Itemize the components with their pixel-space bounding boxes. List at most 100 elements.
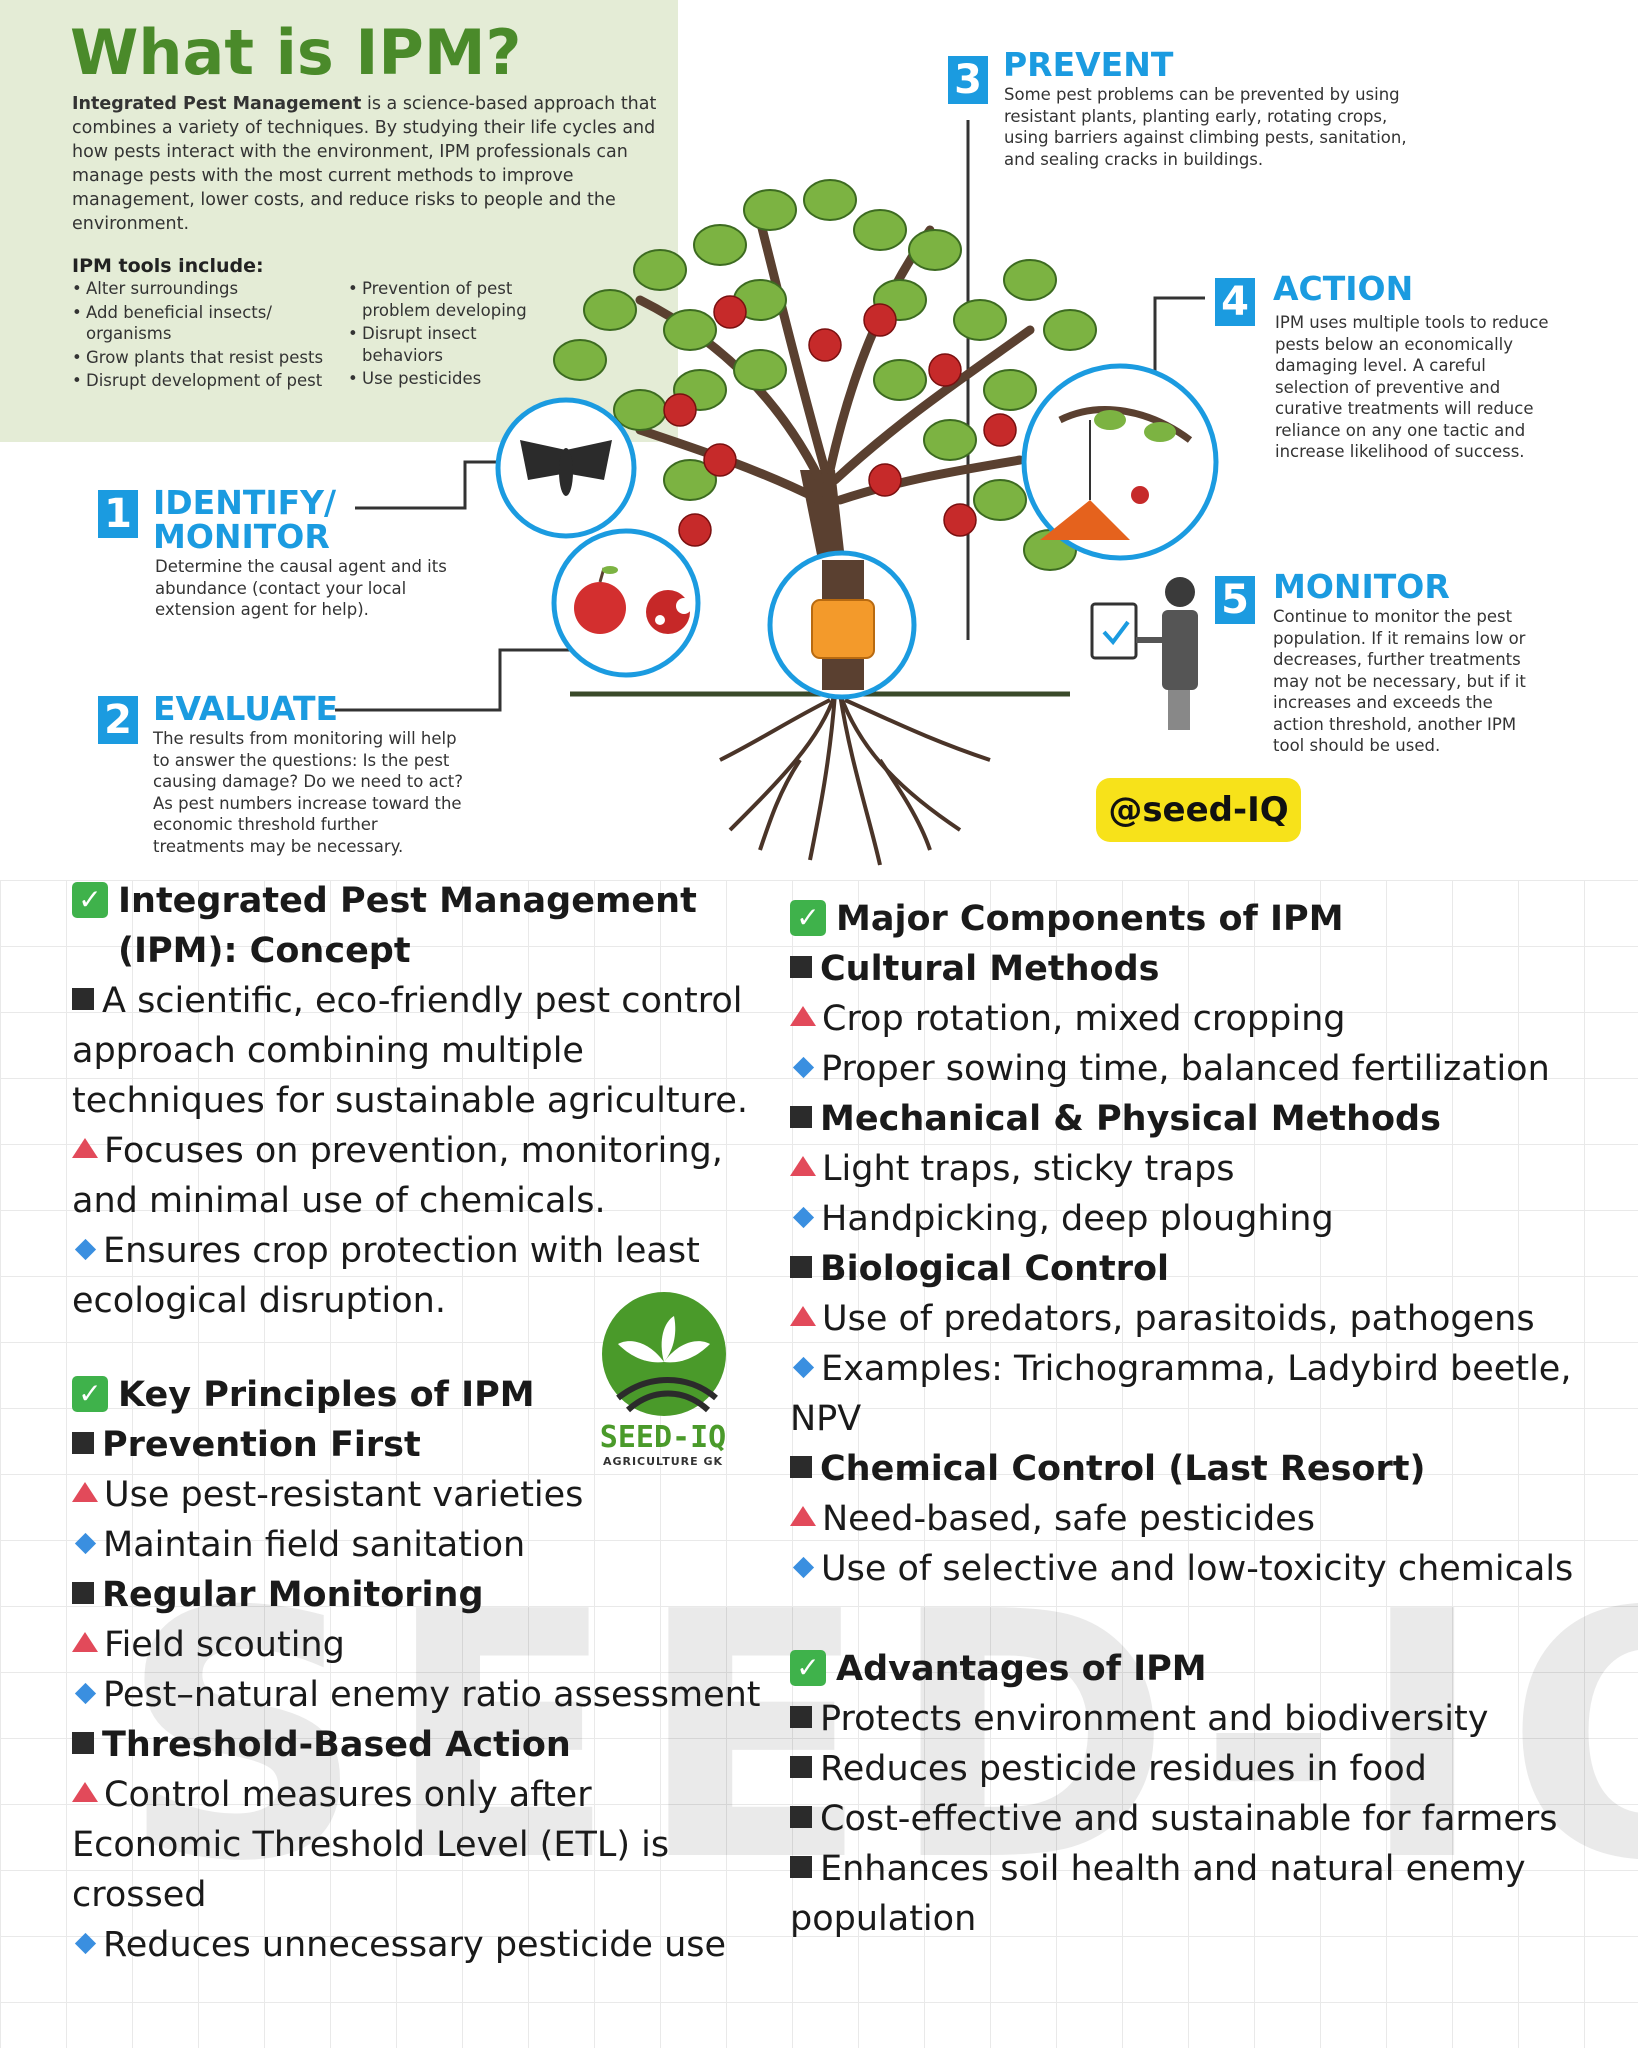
tool-item: Add beneficial insects/ organisms xyxy=(72,302,332,345)
apple-icons xyxy=(574,566,692,634)
step-4-title: ACTION xyxy=(1273,269,1414,308)
tool-item: Alter surroundings xyxy=(72,278,332,300)
component-item: Use of predators, parasitoids, pathogens xyxy=(790,1294,1600,1344)
step-1-desc: Determine the causal agent and its abund… xyxy=(155,557,447,619)
watermark: SEED-IQ xyxy=(120,1540,1638,1936)
square-bullet-icon xyxy=(72,988,94,1010)
square-bullet-icon xyxy=(72,1582,94,1604)
component-title: Chemical Control (Last Resort) xyxy=(790,1444,1600,1494)
tree-apples xyxy=(663,295,1017,547)
square-bullet-icon xyxy=(790,1856,812,1878)
diamond-bullet-icon xyxy=(74,1932,97,1955)
square-bullet-icon xyxy=(790,956,812,978)
diamond-bullet-icon xyxy=(792,1556,815,1579)
tool-item: Prevention of pest problem developing xyxy=(348,278,538,321)
square-bullet-icon xyxy=(790,1756,812,1778)
tree-illustration xyxy=(335,120,1219,866)
principles-title: Key Principles of IPM xyxy=(118,1375,535,1415)
monitor-person-icon xyxy=(1090,577,1198,730)
step-2-title: EVALUATE xyxy=(153,689,339,728)
triangle-bullet-icon xyxy=(72,1138,98,1158)
principle-item: Use pest-resistant varieties xyxy=(72,1470,772,1520)
step-3-title: PREVENT xyxy=(1003,45,1174,84)
advantage-item: Reduces pesticide residues in food xyxy=(790,1744,1600,1794)
diamond-bullet-icon xyxy=(74,1238,97,1261)
tools-list-left: Alter surroundings Add beneficial insect… xyxy=(72,278,332,394)
tree-branches xyxy=(635,215,1035,505)
component-item: Light traps, sticky traps xyxy=(790,1144,1600,1194)
logo-name: SEED-IQ xyxy=(599,1420,727,1455)
concept-item: Focuses on prevention, monitoring, and m… xyxy=(72,1131,723,1221)
principle-title: Regular Monitoring xyxy=(72,1570,772,1620)
roots xyxy=(719,693,991,866)
concept-heading: ✓ Integrated Pest Management (IPM): Conce… xyxy=(72,876,772,976)
trunk-band-icon xyxy=(811,560,875,690)
component-title: Mechanical & Physical Methods xyxy=(790,1094,1600,1144)
square-bullet-icon xyxy=(790,1806,812,1828)
diamond-bullet-icon xyxy=(792,1056,815,1079)
check-icon: ✓ xyxy=(790,900,826,936)
concept-title: Integrated Pest Management (IPM): Concep… xyxy=(118,881,697,971)
advantages-heading: ✓ Advantages of IPM xyxy=(790,1644,1600,1694)
principles-heading: ✓ Key Principles of IPM xyxy=(72,1370,772,1420)
step-5-number: 5 xyxy=(1215,576,1255,624)
square-bullet-icon xyxy=(790,1106,812,1128)
concept-item: Ensures crop protection with least ecolo… xyxy=(72,1231,700,1321)
principle-title: Prevention First xyxy=(72,1420,772,1470)
diamond-bullet-icon xyxy=(792,1356,815,1379)
seed-iq-logo: SEED-IQ AGRICULTURE GK xyxy=(588,1288,738,1488)
tools-heading: IPM tools include: xyxy=(72,255,264,277)
seed-iq-badge: @seed-IQ xyxy=(1096,778,1301,842)
apples-circle xyxy=(551,528,701,678)
component-item: Examples: Trichogramma, Ladybird beetle,… xyxy=(790,1349,1572,1439)
principle-item: Control measures only after Economic Thr… xyxy=(72,1775,670,1915)
component-item: Crop rotation, mixed cropping xyxy=(790,994,1600,1044)
tree-leaves xyxy=(553,179,1107,571)
advantages-title: Advantages of IPM xyxy=(836,1649,1207,1689)
diamond-bullet-icon xyxy=(792,1206,815,1229)
tools-list-right: Prevention of pest problem developing Di… xyxy=(348,278,538,392)
components-heading: ✓ Major Components of IPM xyxy=(790,894,1600,944)
square-bullet-icon xyxy=(790,1456,812,1478)
step-3-desc: Some pest problems can be prevented by u… xyxy=(1004,85,1407,169)
right-column: ✓ Major Components of IPM Cultural Method… xyxy=(790,894,1600,1944)
check-icon: ✓ xyxy=(790,1650,826,1686)
logo-tagline: AGRICULTURE GK xyxy=(602,1455,724,1468)
components-title: Major Components of IPM xyxy=(836,899,1344,939)
triangle-bullet-icon xyxy=(790,1156,816,1176)
trap-icon xyxy=(1040,406,1193,540)
square-bullet-icon xyxy=(790,1706,812,1728)
step-4-number: 4 xyxy=(1215,278,1255,326)
tool-item: Disrupt development of pest xyxy=(72,370,332,392)
component-item: Handpicking, deep ploughing xyxy=(790,1194,1600,1244)
component-item: Need-based, safe pesticides xyxy=(790,1494,1600,1544)
component-title: Cultural Methods xyxy=(790,944,1600,994)
moth-icon xyxy=(520,440,612,496)
check-icon: ✓ xyxy=(72,1376,108,1412)
principle-item: Maintain field sanitation xyxy=(72,1520,772,1570)
background-grid xyxy=(0,880,1638,2048)
trap-circle xyxy=(1021,363,1219,561)
connector-lines xyxy=(335,120,1205,712)
page-title: What is IPM? xyxy=(70,16,522,89)
step-5-title: MONITOR xyxy=(1273,567,1450,606)
triangle-bullet-icon xyxy=(790,1506,816,1526)
step-1-number: 1 xyxy=(98,490,138,538)
square-bullet-icon xyxy=(72,1732,94,1754)
tool-item: Use pesticides xyxy=(348,368,538,390)
triangle-bullet-icon xyxy=(72,1782,98,1802)
tool-item: Grow plants that resist pests xyxy=(72,347,332,369)
component-item: Use of selective and low-toxicity chemic… xyxy=(790,1544,1600,1594)
step-4-desc: IPM uses multiple tools to reduce pests … xyxy=(1275,313,1549,461)
step-5-desc: Continue to monitor the pest population.… xyxy=(1273,607,1526,755)
principle-item: Pest–natural enemy ratio assessment xyxy=(72,1670,772,1720)
principle-item: Reduces unnecessary pesticide use xyxy=(72,1920,772,1970)
left-column: ✓ Integrated Pest Management (IPM): Conce… xyxy=(72,876,772,1970)
check-icon: ✓ xyxy=(72,882,108,918)
component-item: Proper sowing time, balanced fertilizati… xyxy=(790,1044,1600,1094)
logo-mark-icon xyxy=(602,1292,726,1416)
triangle-bullet-icon xyxy=(790,1006,816,1026)
step-3-number: 3 xyxy=(948,56,988,104)
diamond-bullet-icon xyxy=(74,1682,97,1705)
concept-item: A scientific, eco-friendly pest control … xyxy=(72,981,749,1121)
